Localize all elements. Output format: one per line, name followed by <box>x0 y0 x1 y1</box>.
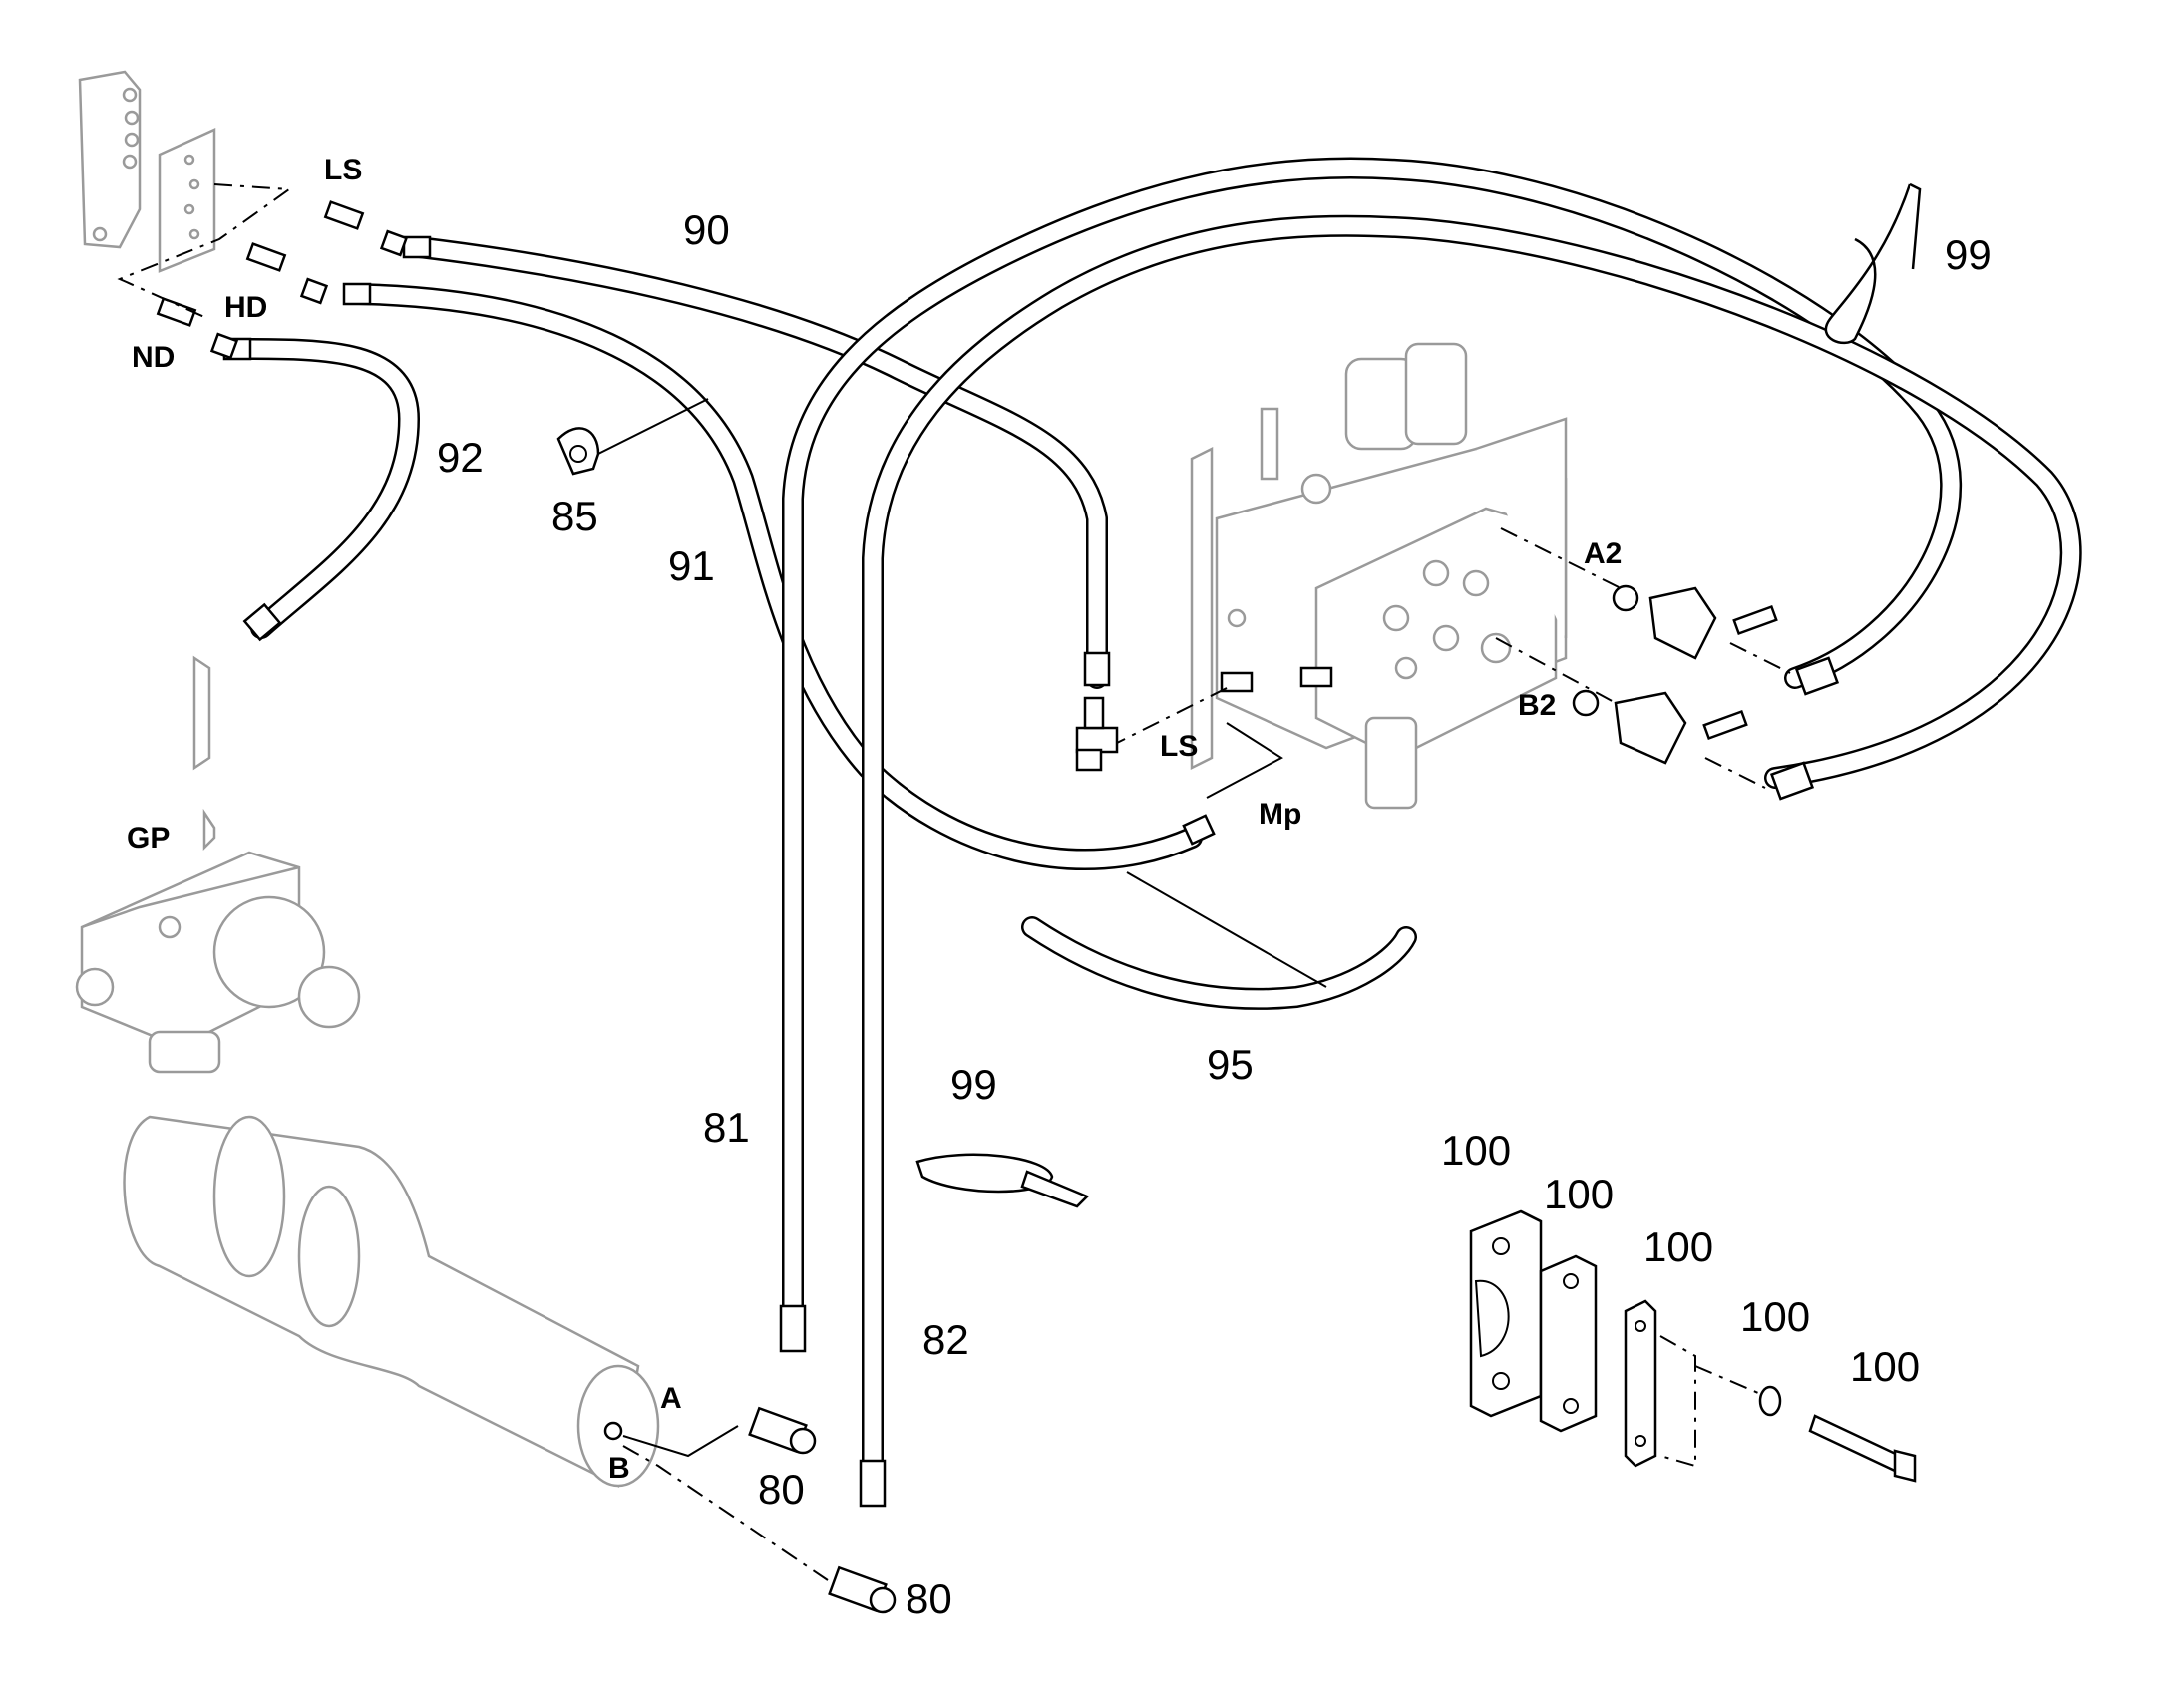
hose-82 <box>862 214 2082 1487</box>
tee-fitting-ls <box>1075 696 1119 772</box>
valve-port-lines <box>1116 527 1791 799</box>
hose-90 <box>408 236 1108 689</box>
clamp-kit-100 <box>1469 1209 1917 1483</box>
cable-tie-99-top <box>1824 182 1922 345</box>
callout-100-a: 100 <box>1441 1127 1511 1174</box>
elbow-fitting-80-b <box>828 1565 897 1614</box>
callout-80-b: 80 <box>906 1575 952 1622</box>
port-label-ls-top: LS <box>324 154 362 186</box>
callout-100-c: 100 <box>1643 1223 1713 1270</box>
steering-cylinder <box>123 1115 660 1488</box>
elbow-fitting-80-a <box>748 1406 817 1455</box>
port-label-a2: A2 <box>1584 537 1622 570</box>
leader-95 <box>1126 871 1327 988</box>
port-label-mp: Mp <box>1259 798 1301 831</box>
port-label-b: B <box>608 1452 630 1485</box>
gp-valve-block <box>75 655 361 1074</box>
callout-90: 90 <box>683 206 730 253</box>
control-valve <box>1190 342 1568 810</box>
flange-b2 <box>1572 689 1748 765</box>
callout-100-e: 100 <box>1850 1343 1920 1390</box>
callout-80-a: 80 <box>758 1466 805 1513</box>
hose-92 <box>228 338 420 639</box>
callout-95: 95 <box>1207 1041 1254 1088</box>
callout-99-top: 99 <box>1945 231 1992 278</box>
callout-100-d: 100 <box>1740 1293 1810 1340</box>
port-label-ls-valve: LS <box>1160 730 1198 763</box>
callout-81: 81 <box>703 1104 750 1151</box>
port-label-hd: HD <box>224 291 267 324</box>
hose-95-sleeve <box>1021 916 1417 1010</box>
port-label-b2: B2 <box>1518 689 1556 722</box>
hose-81 <box>782 157 1962 1337</box>
callout-91: 91 <box>668 542 715 589</box>
port-label-a: A <box>660 1382 682 1415</box>
flange-a2 <box>1612 584 1778 660</box>
callout-85: 85 <box>551 493 598 539</box>
callout-82: 82 <box>922 1316 969 1363</box>
callout-100-b: 100 <box>1544 1171 1614 1217</box>
hose-91 <box>348 283 1203 871</box>
mounting-bracket <box>78 70 216 273</box>
callout-92: 92 <box>437 434 484 481</box>
port-label-nd: ND <box>132 341 175 374</box>
hose-clamp-85 <box>556 398 709 476</box>
cable-tie-99-bottom <box>915 1153 1090 1208</box>
callout-99-bottom: 99 <box>950 1061 997 1108</box>
port-label-gp: GP <box>127 822 170 854</box>
plate-port-fittings <box>117 183 409 360</box>
